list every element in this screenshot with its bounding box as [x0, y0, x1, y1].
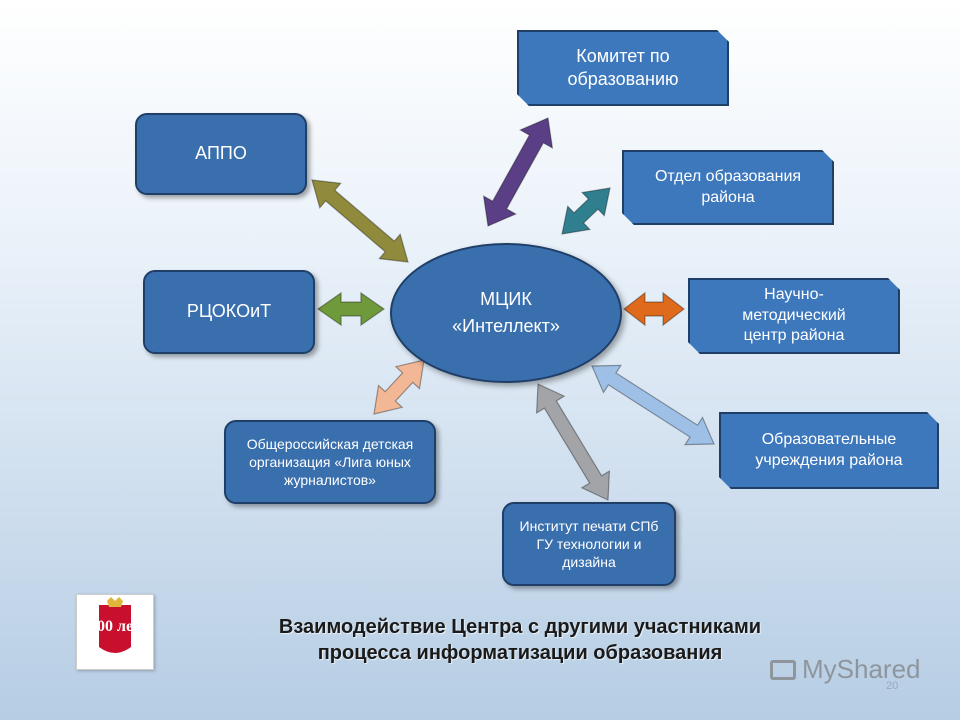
anniversary-emblem-icon: 300 лет: [89, 597, 141, 653]
arrow-district: [561, 187, 611, 235]
node-methodical-label: Научно-методический центр района: [742, 285, 846, 345]
watermark-icon: [770, 660, 796, 680]
node-appo-label: АППО: [195, 143, 247, 164]
watermark: MyShared: [770, 654, 921, 685]
node-rcokoit[interactable]: РЦОКОиТ: [143, 270, 315, 354]
watermark-text: MyShared: [802, 654, 921, 684]
center-node[interactable]: МЦИК «Интеллект»: [390, 243, 622, 383]
logo-text: 300 лет: [89, 618, 141, 635]
anniversary-logo: 300 лет: [76, 594, 154, 670]
node-league[interactable]: Общероссийская детская организация «Лига…: [224, 420, 436, 504]
node-institute-label: Институт печати СПб ГУ технологии и диза…: [519, 517, 659, 571]
arrow-league: [373, 359, 425, 415]
node-institute[interactable]: Институт печати СПб ГУ технологии и диза…: [502, 502, 676, 586]
node-committee[interactable]: Комитет по образованию: [517, 30, 729, 106]
node-district-dept[interactable]: Отдел образования района: [622, 150, 834, 225]
node-institutions[interactable]: Образовательные учреждения района: [719, 412, 939, 489]
arrow-institute: [535, 383, 611, 501]
diagram-caption: Взаимодействие Центра с другими участник…: [160, 614, 880, 666]
caption-line-1: Взаимодействие Центра с другими участник…: [278, 616, 762, 638]
node-institutions-label: Образовательные учреждения района: [755, 430, 903, 469]
node-district-dept-label: Отдел образования района: [654, 167, 802, 206]
arrow-methodical: [623, 291, 685, 327]
node-rcokoit-label: РЦОКОиТ: [186, 301, 272, 322]
center-title: МЦИК: [480, 289, 532, 309]
node-league-label: Общероссийская детская организация «Лига…: [246, 435, 414, 489]
caption-line-2: процесса информатизации образования: [317, 642, 723, 664]
page-number: 20: [886, 680, 899, 692]
center-subtitle: «Интеллект»: [452, 316, 560, 336]
node-committee-label: Комитет по образованию: [567, 45, 679, 89]
arrow-committee: [482, 117, 554, 227]
arrow-rcokoit: [316, 291, 386, 327]
arrow-institutions: [591, 364, 715, 446]
node-methodical[interactable]: Научно-методический центр района: [688, 278, 900, 354]
arrow-appo: [311, 179, 409, 263]
node-appo[interactable]: АППО: [135, 113, 307, 195]
